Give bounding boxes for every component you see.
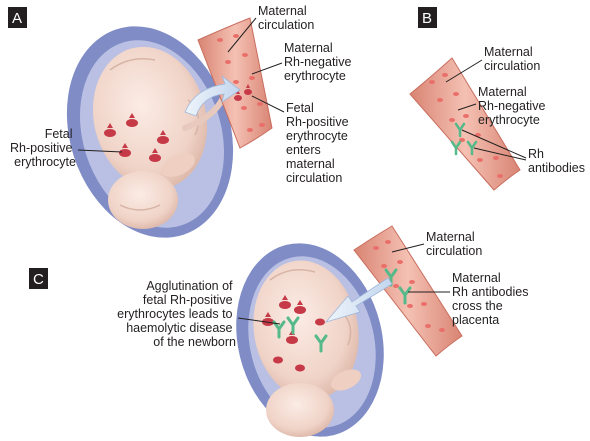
panel-b-letter-box — [418, 7, 437, 28]
leader-c-agglutination — [237, 317, 281, 325]
label-a-fetal-cell-enters: Fetal Rh-positive erythrocyte enters mat… — [286, 101, 352, 185]
panel-c-letter: C — [33, 271, 44, 288]
fetal-cell — [295, 364, 305, 372]
fetal-cells-c — [262, 295, 325, 372]
leader-c-maternal-circulation — [391, 243, 425, 253]
maternal-vessel-c — [353, 225, 463, 357]
label-b-maternal-circulation: Maternal circulation — [484, 45, 540, 73]
label-b-maternal-rh-negative: Maternal Rh-negative erythrocyte — [478, 85, 549, 127]
crossing-arrow-c — [324, 277, 393, 323]
fetal-cells-a — [104, 113, 169, 162]
label-a-fetal-rh-positive: Fetal Rh-positive erythrocyte — [10, 127, 76, 169]
leader-b-maternal-circulation — [445, 59, 483, 83]
leader-a-fetal-rh-positive — [77, 149, 123, 153]
panel-b-letter: B — [422, 10, 432, 27]
leader-a-maternal-rh-negative — [251, 62, 283, 75]
fetal-cells-in-vessel-a — [234, 84, 252, 101]
fetal-cell — [149, 148, 161, 162]
fetal-cell — [126, 113, 138, 127]
fetal-cell — [119, 143, 131, 157]
transfer-arrow-a — [184, 74, 241, 117]
label-a-maternal-rh-negative: Maternal Rh-negative erythrocyte — [284, 41, 355, 83]
maternal-vessel-a — [197, 17, 273, 149]
maternal-cells-a — [217, 34, 265, 132]
antibodies-b — [450, 122, 478, 156]
leader-b-rh-antibodies-1 — [461, 129, 527, 159]
maternal-vessel-b — [409, 57, 521, 191]
label-b-rh-antibodies: Rh antibodies — [528, 147, 585, 175]
label-c-maternal-antibodies-cross: Maternal Rh antibodies cross the placent… — [452, 271, 532, 327]
leader-b-maternal-rh-negative — [457, 103, 477, 111]
leader-a-maternal-circulation — [227, 17, 257, 53]
panel-c: C — [29, 225, 532, 437]
fetal-cell — [157, 130, 169, 144]
fetal-cell — [104, 123, 116, 137]
label-c-maternal-circulation: Maternal circulation — [426, 230, 482, 258]
panel-c-letter-box — [29, 268, 48, 289]
panel-b: B Maternal circulation Maternal — [409, 7, 585, 191]
fetus-c — [253, 260, 361, 437]
fetal-cell — [294, 300, 306, 314]
fetal-cell — [279, 295, 291, 309]
label-a-maternal-circulation: Maternal circulation — [258, 4, 314, 32]
label-c-agglutination: Agglutination of fetal Rh-positive eryth… — [117, 279, 236, 349]
panel-a-letter-box — [8, 7, 27, 28]
leader-b-rh-antibodies-2 — [473, 147, 527, 161]
maternal-cells-c — [373, 240, 445, 332]
panel-a-letter: A — [12, 10, 22, 27]
fetal-cell — [315, 318, 325, 326]
fetal-cell — [273, 356, 283, 364]
leader-a-fetal-cell-enters — [251, 95, 285, 113]
panel-a: A — [8, 4, 355, 238]
antibodies-in-fetus-c — [272, 316, 328, 353]
